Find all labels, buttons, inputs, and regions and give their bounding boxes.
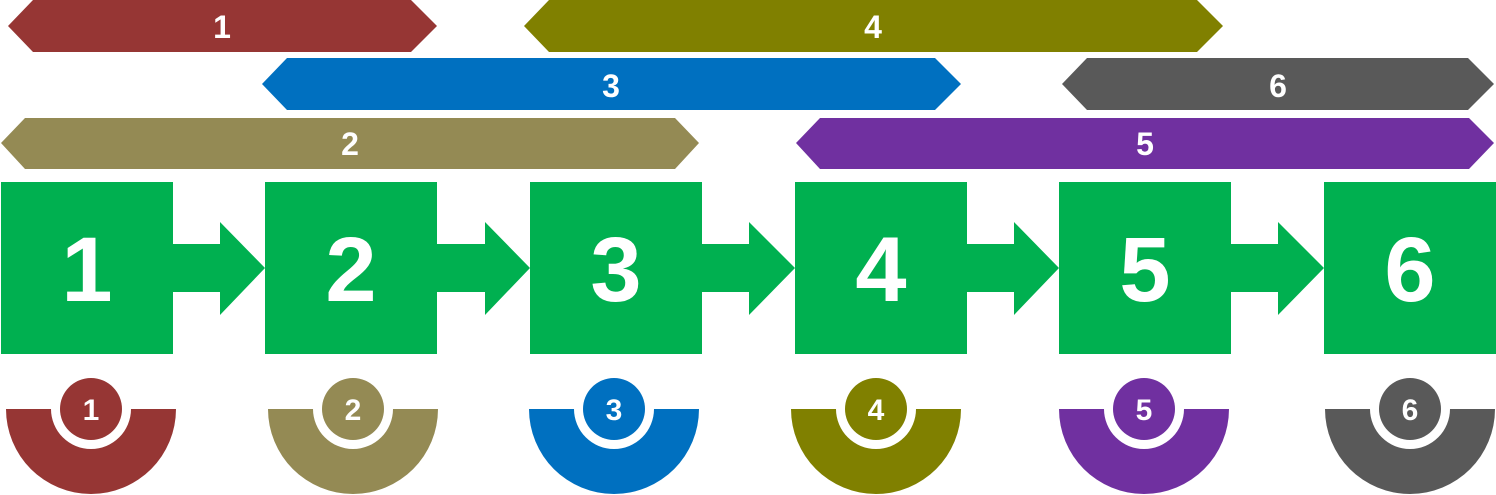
badge-2: 2 <box>268 378 438 494</box>
badge-3-circle <box>583 378 645 440</box>
banner-1-label: 1 <box>213 9 231 45</box>
badge-4-label: 4 <box>868 394 885 427</box>
step-6-box <box>1324 182 1496 354</box>
badge-6-label: 6 <box>1402 394 1419 427</box>
badge-5-circle <box>1113 378 1175 440</box>
step-6-label: 6 <box>1384 219 1435 321</box>
banner-3-label: 3 <box>602 68 620 104</box>
step-2-label: 2 <box>325 219 376 321</box>
badge-6-arc <box>1325 409 1495 494</box>
badge-3-label: 3 <box>606 394 623 427</box>
banner-6: 6 <box>1062 58 1494 110</box>
banner-5: 5 <box>796 118 1494 169</box>
badge-1-label: 1 <box>83 394 100 427</box>
arrow-2-to-3 <box>437 222 530 315</box>
badge-4-arc <box>791 409 961 494</box>
arrow-3-to-4 <box>702 222 795 315</box>
banner-6-label: 6 <box>1269 68 1287 104</box>
badge-4-circle <box>845 378 907 440</box>
banner-5-label: 5 <box>1136 126 1154 162</box>
badge-2-circle <box>322 378 384 440</box>
badge-3-arc <box>529 409 699 494</box>
step-3-box <box>530 182 702 354</box>
banner-1-shape <box>8 0 437 52</box>
badge-1-arc <box>6 409 176 494</box>
step-5-label: 5 <box>1119 219 1170 321</box>
badge-2-arc <box>268 409 438 494</box>
connector-arrows <box>173 222 1324 315</box>
step-4-box <box>795 182 967 354</box>
step-2: 2 <box>265 182 437 354</box>
step-3: 3 <box>530 182 702 354</box>
banner-4-label: 4 <box>864 9 882 45</box>
step-5-box <box>1059 182 1231 354</box>
arrow-5-to-6 <box>1231 222 1324 315</box>
badge-2-label: 2 <box>345 394 362 427</box>
step-5: 5 <box>1059 182 1231 354</box>
badge-5-label: 5 <box>1136 394 1153 427</box>
badge-3: 3 <box>529 378 699 494</box>
banner-1: 1 <box>8 0 437 52</box>
arrow-1-to-2 <box>173 222 265 315</box>
step-6: 6 <box>1324 182 1496 354</box>
step-2-box <box>265 182 437 354</box>
badge-6-circle <box>1379 378 1441 440</box>
step-4: 4 <box>795 182 967 354</box>
badge-1: 1 <box>6 378 176 494</box>
step-1: 1 <box>1 182 173 354</box>
badge-row: 1 2 3 4 5 6 <box>6 378 1495 494</box>
banner-5-shape <box>796 118 1494 169</box>
banner-4: 4 <box>524 0 1223 52</box>
banner-6-shape <box>1062 58 1494 110</box>
banner-2-shape <box>1 118 699 169</box>
banner-3-shape <box>262 58 961 110</box>
badge-6: 6 <box>1325 378 1495 494</box>
badge-5-arc <box>1059 409 1229 494</box>
step-1-box <box>1 182 173 354</box>
banner-4-shape <box>524 0 1223 52</box>
step-1-label: 1 <box>61 219 112 321</box>
badge-5: 5 <box>1059 378 1229 494</box>
badge-1-circle <box>60 378 122 440</box>
banner-2-label: 2 <box>341 126 359 162</box>
banner-row: 1 4 3 6 2 5 <box>1 0 1494 169</box>
arrow-4-to-5 <box>967 222 1059 315</box>
banner-3: 3 <box>262 58 961 110</box>
step-3-label: 3 <box>590 219 641 321</box>
step-4-label: 4 <box>855 219 906 321</box>
badge-4: 4 <box>791 378 961 494</box>
step-row: 1 2 3 4 5 6 <box>1 182 1496 354</box>
banner-2: 2 <box>1 118 699 169</box>
